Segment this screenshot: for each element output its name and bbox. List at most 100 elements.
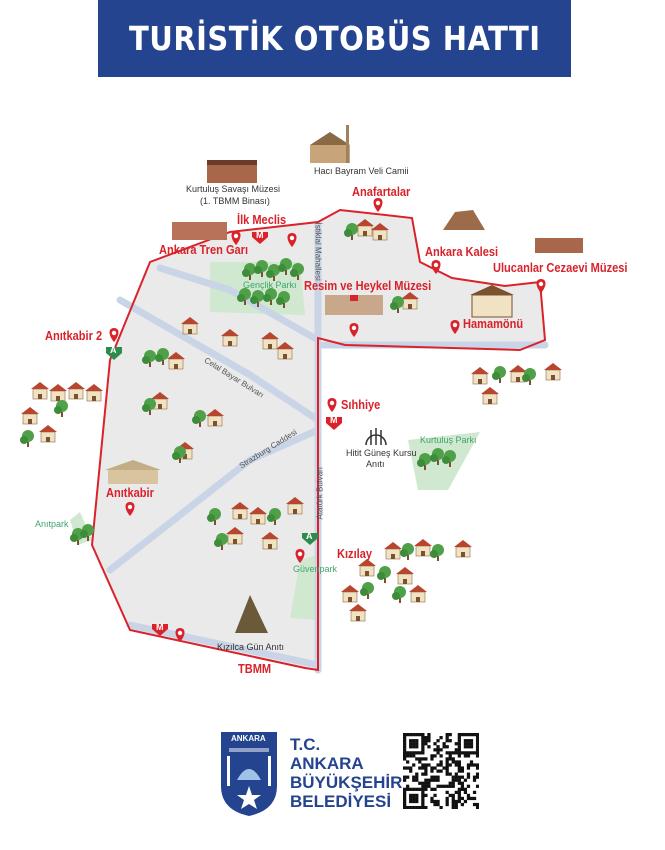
celal-bayar-road: [116, 296, 322, 424]
ankaray-letter-anitkabir2: A: [110, 345, 117, 355]
qr-module: [439, 760, 443, 764]
org-line-1: T.C.: [290, 735, 321, 754]
qr-module: [448, 793, 452, 798]
qr-module: [412, 733, 416, 737]
qr-module: [409, 766, 413, 770]
qr-module: [415, 772, 419, 776]
qr-module: [475, 754, 479, 758]
qr-module: [445, 757, 449, 761]
qr-module: [403, 766, 407, 770]
qr-module: [427, 784, 431, 788]
park-label-kurtulus: Kurtuluş Parkı: [420, 435, 477, 445]
qr-module: [427, 763, 431, 767]
street-label-ataturk: Atatürk Bulvarı: [315, 467, 325, 520]
qr-module: [424, 766, 428, 770]
qr-module: [460, 781, 464, 785]
stop-label-hamamonu: Hamamönü: [463, 316, 524, 331]
ulucanlar-building: [535, 238, 583, 253]
qr-module: [445, 751, 449, 755]
qr-module: [415, 757, 419, 761]
qr-module: [451, 799, 455, 804]
landmark-label-hitit-1: Hitit Güneş Kursu: [346, 448, 417, 458]
qr-module: [418, 757, 422, 761]
qr-module: [424, 763, 428, 767]
qr-module: [421, 745, 425, 749]
qr-module: [421, 787, 425, 791]
stop-label-ankara-kalesi: Ankara Kalesi: [425, 244, 499, 259]
qr-module: [436, 778, 440, 782]
qr-module: [445, 790, 449, 794]
qr-module: [433, 799, 437, 804]
map-area: [92, 210, 545, 670]
qr-module: [475, 748, 479, 752]
qr-module: [430, 796, 434, 801]
qr-module: [403, 745, 407, 749]
landmark-label-hitit-2: Anıtı: [366, 459, 385, 469]
qr-module: [442, 766, 446, 770]
qr-module: [448, 739, 452, 743]
qr-module: [406, 754, 410, 758]
qr-module: [415, 739, 419, 743]
qr-module: [415, 796, 419, 801]
qr-module: [421, 763, 425, 767]
qr-module: [463, 733, 468, 737]
landmark-label-kizilca-gun: Kızılca Gün Anıtı: [217, 642, 285, 652]
qr-module: [463, 799, 468, 804]
qr-module: [415, 742, 419, 746]
qr-code: [403, 733, 479, 809]
qr-module: [424, 757, 428, 761]
qr-module: [421, 748, 425, 752]
qr-module: [424, 781, 428, 785]
qr-module: [451, 802, 455, 807]
qr-module: [421, 796, 425, 801]
ankara-kalesi-building: [443, 210, 485, 230]
qr-module: [412, 805, 416, 809]
stop-label-anitkabir: Anıtkabir: [106, 485, 154, 500]
qr-module: [421, 805, 425, 809]
qr-module: [412, 742, 416, 746]
qr-module: [406, 787, 410, 791]
qr-module: [472, 733, 477, 737]
qr-module: [457, 748, 461, 752]
resim-heykel-building: [325, 295, 383, 315]
qr-module: [460, 733, 464, 737]
qr-module: [475, 784, 479, 788]
qr-module: [430, 787, 434, 791]
bus-route: [90, 208, 547, 672]
qr-module: [427, 739, 431, 743]
qr-module: [463, 742, 468, 746]
qr-module: [469, 745, 474, 749]
qr-module: [403, 733, 407, 737]
qr-module: [421, 790, 425, 794]
qr-module: [451, 784, 455, 788]
qr-module: [427, 745, 431, 749]
ankaray-badge-kizilay: [302, 533, 318, 545]
qr-module: [457, 739, 461, 743]
qr-module: [415, 751, 419, 755]
qr-module: [412, 775, 416, 779]
qr-module: [454, 748, 458, 752]
qr-module: [457, 766, 461, 770]
qr-module: [445, 796, 449, 801]
qr-module: [439, 769, 443, 773]
qr-module: [454, 802, 458, 807]
qr-module: [469, 760, 474, 764]
qr-module: [409, 805, 413, 809]
qr-module: [430, 775, 434, 779]
qr-module: [436, 769, 440, 773]
qr-module: [451, 760, 455, 764]
qr-module: [424, 772, 428, 776]
qr-module: [439, 805, 443, 809]
hamamonu-building: [470, 285, 514, 318]
stop-label-ankara-tren-gari: Ankara Tren Garı: [159, 242, 249, 257]
qr-module: [430, 769, 434, 773]
qr-module: [433, 748, 437, 752]
metro-badge-tbmm: [152, 624, 168, 636]
qr-module: [475, 733, 479, 737]
qr-module: [409, 751, 413, 755]
qr-module: [466, 763, 471, 767]
qr-module: [439, 763, 443, 767]
qr-module: [466, 775, 471, 779]
qr-module: [409, 793, 413, 798]
qr-module: [466, 739, 471, 743]
